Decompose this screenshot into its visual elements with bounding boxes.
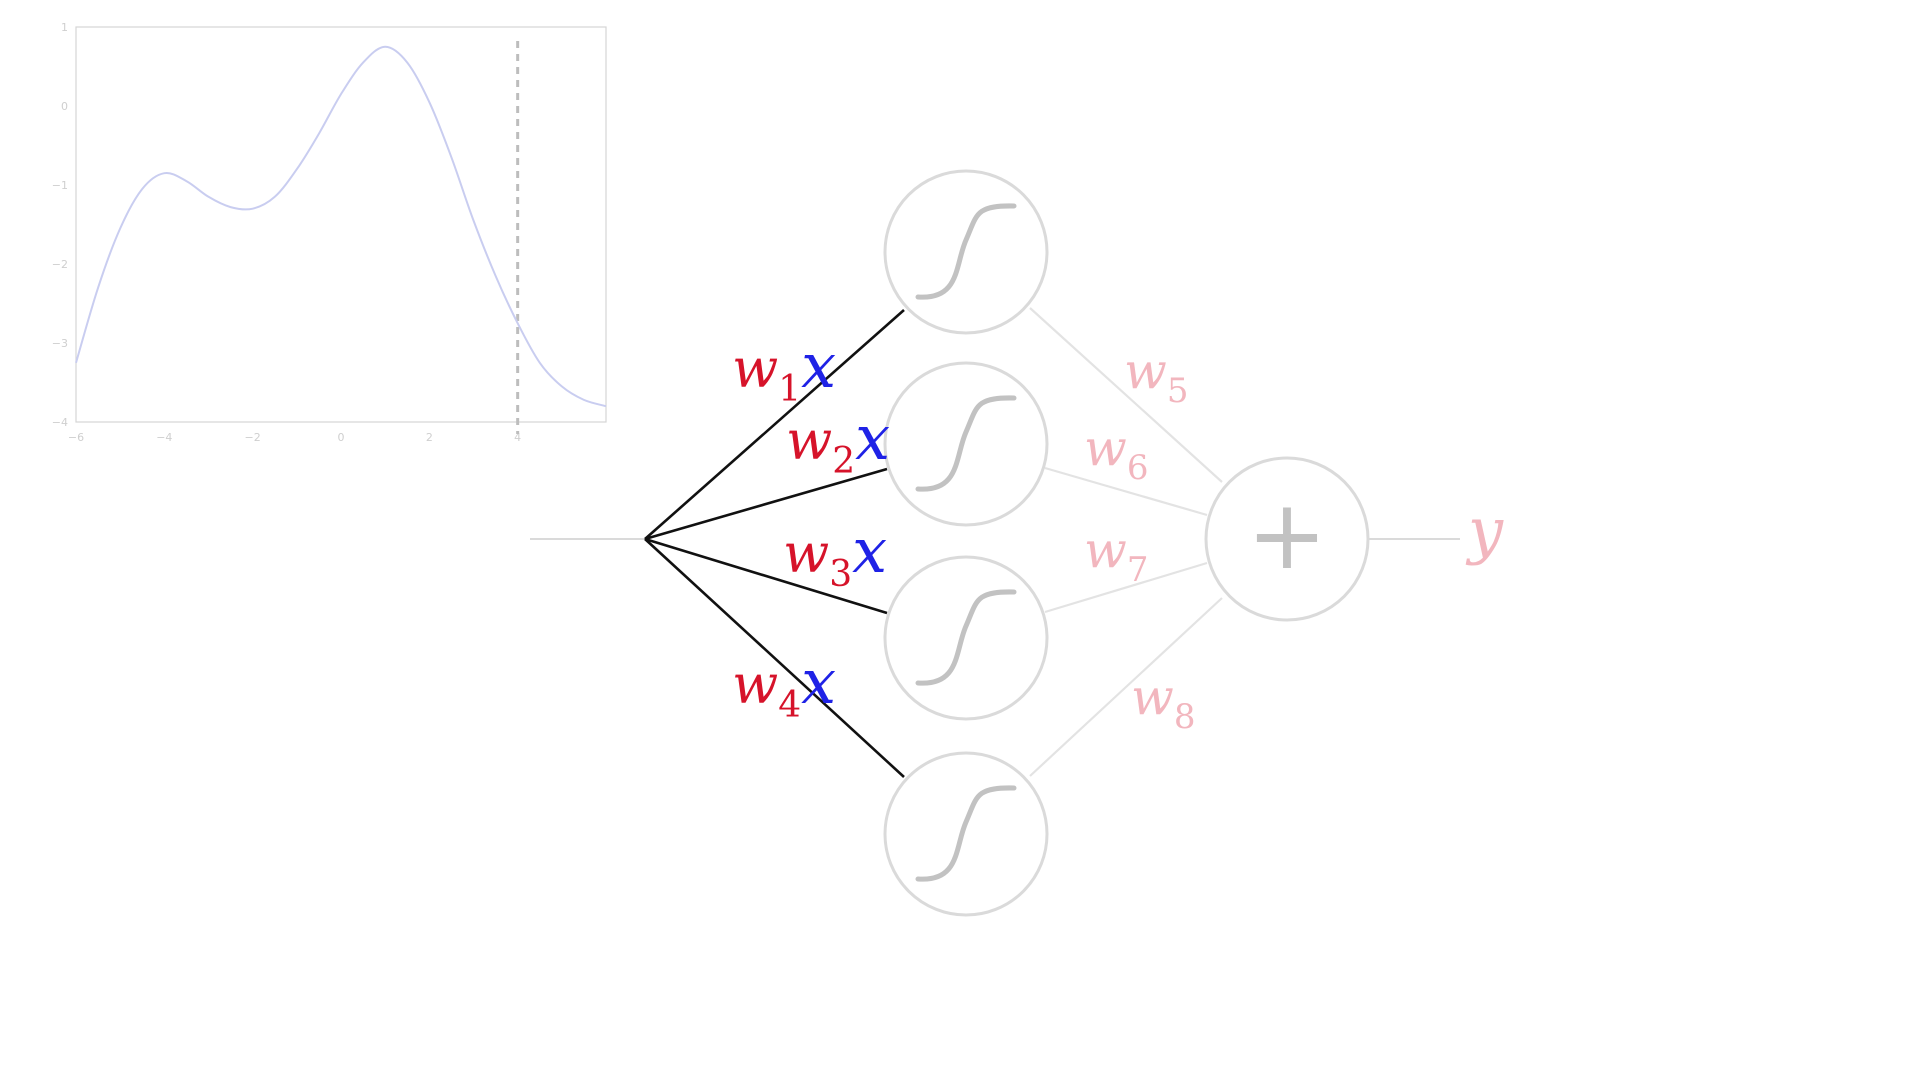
weight-label-w5: w5 <box>1124 342 1188 411</box>
hidden-node-3 <box>883 555 1049 721</box>
x-tick-label: 0 <box>338 431 345 444</box>
output-edge-3 <box>1044 561 1208 614</box>
sigmoid-icon <box>915 395 1017 492</box>
hidden-node-1 <box>883 169 1049 335</box>
y-tick-label: −2 <box>52 258 68 271</box>
output-edge-1 <box>1029 307 1223 483</box>
x-tick-label: −6 <box>68 431 84 444</box>
input-edge-1 <box>644 309 905 540</box>
output-edge-4 <box>1029 597 1223 777</box>
function-curve <box>75 45 607 408</box>
output-edge-2 <box>1044 466 1208 517</box>
y-tick-label: 1 <box>61 21 68 34</box>
sum-node: + <box>1204 456 1370 622</box>
input-label-w3x: w3x <box>783 514 887 595</box>
x-tick-labels: −6 −4 −2 0 2 4 <box>68 431 521 444</box>
input-edge-2 <box>644 467 888 541</box>
y-tick-label: −4 <box>52 416 68 429</box>
y-tick-label: 0 <box>61 100 68 113</box>
input-label-w2x: w2x <box>786 401 890 482</box>
sigmoid-icon <box>915 785 1017 882</box>
input-label-w4x: w4x <box>732 645 836 726</box>
output-label-y: y <box>1465 494 1504 567</box>
input-label-w1x: w1x <box>732 329 836 410</box>
sigmoid-icon <box>915 589 1017 686</box>
input-edge-4 <box>644 538 905 778</box>
weight-label-w6: w6 <box>1084 419 1148 488</box>
y-tick-labels: 1 0 −1 −2 −3 −4 <box>52 21 68 429</box>
x-tick-label: 2 <box>426 431 433 444</box>
plus-icon: + <box>1247 479 1327 591</box>
x-tick-label: 4 <box>514 431 521 444</box>
hidden-node-4 <box>883 751 1049 917</box>
x-tick-label: −4 <box>156 431 172 444</box>
weight-label-w7: w7 <box>1084 521 1148 590</box>
sigmoid-icon <box>915 203 1017 300</box>
x-tick-label: −2 <box>245 431 261 444</box>
plot-frame <box>75 26 607 423</box>
input-edge-3 <box>644 537 888 615</box>
hidden-node-2 <box>883 361 1049 527</box>
y-tick-label: −1 <box>52 179 68 192</box>
y-tick-label: −3 <box>52 337 68 350</box>
weight-label-w8: w8 <box>1131 668 1195 737</box>
